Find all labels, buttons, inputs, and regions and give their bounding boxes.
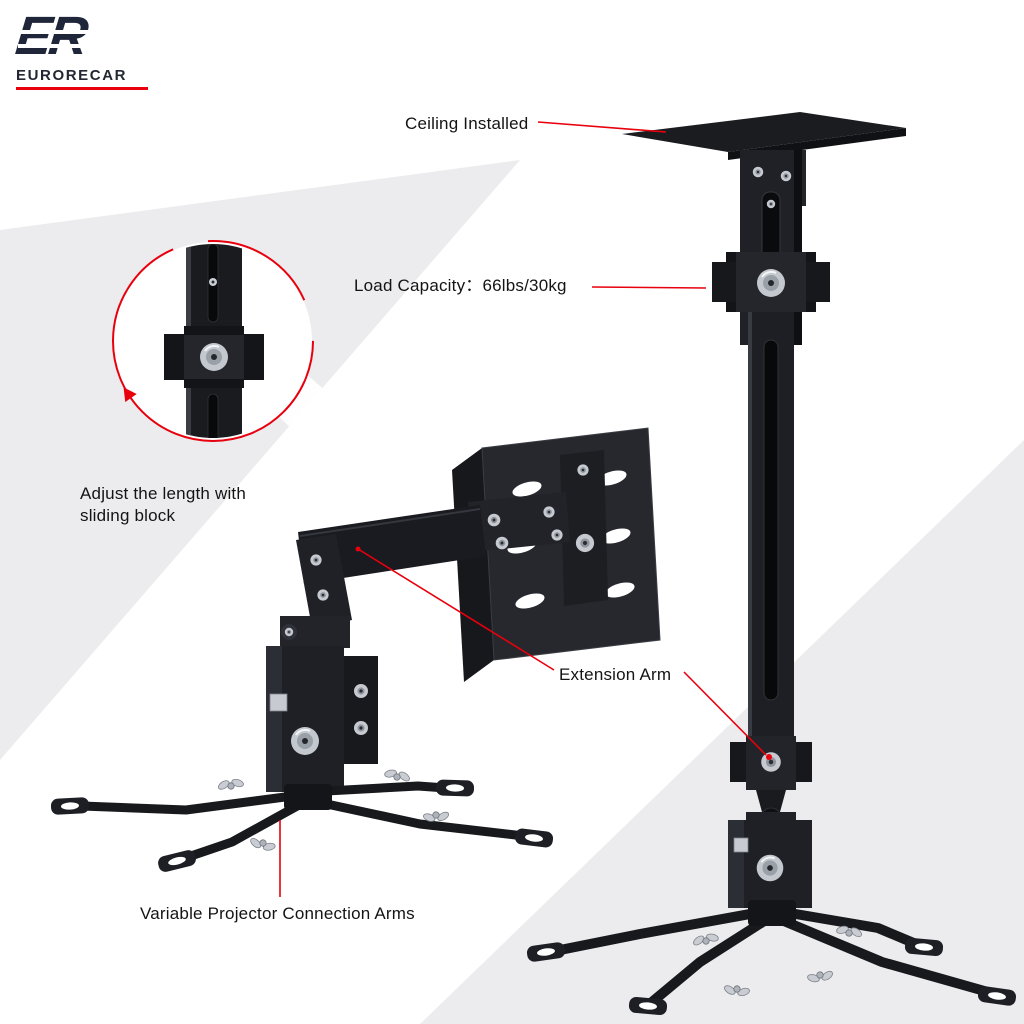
foot <box>156 848 198 874</box>
spider-base <box>526 900 1017 1016</box>
detail-column <box>164 244 264 438</box>
leader-load-capacity <box>591 286 707 289</box>
wing-nut <box>215 776 246 792</box>
brand-logo-mark: ER <box>12 6 89 66</box>
wall-plate-bracket <box>560 450 608 606</box>
head-knob <box>290 726 320 756</box>
projector-head <box>728 812 812 908</box>
spider-base <box>50 766 554 874</box>
wall-mount-illustration <box>50 427 661 874</box>
leader-ceiling-installed <box>537 121 667 133</box>
foot <box>50 797 90 815</box>
label-variable-arms: Variable Projector Connection Arms <box>140 904 415 923</box>
ceiling-plate <box>622 112 906 152</box>
detail-clamp-knob <box>199 342 229 372</box>
detail-circle-ring <box>112 240 314 442</box>
extension-arm-inner-tube <box>468 492 570 552</box>
detail-circle <box>112 240 314 442</box>
head-knob <box>755 853 785 883</box>
extension-arm-outer-tube <box>298 505 486 584</box>
ceiling-mount-illustration <box>526 112 1017 1016</box>
sliding-clamp <box>712 252 830 312</box>
foot <box>628 996 668 1016</box>
projector-head <box>266 616 378 792</box>
label-ceiling-installed: Ceiling Installed <box>405 114 529 133</box>
brand-logo: ER EURORECAR <box>12 6 176 90</box>
label-load-capacity: Load Capacity：66lbs/30kg <box>354 276 567 295</box>
wing-nut <box>382 766 413 784</box>
leader-lines <box>279 121 767 897</box>
label-extension-arm: Extension Arm <box>559 665 672 684</box>
elbow-bracket <box>296 534 352 628</box>
label-adjust-length: Adjust the length with sliding block <box>80 484 246 525</box>
brand-name: EURORECAR <box>16 66 128 84</box>
logo-stripe <box>18 44 134 48</box>
leader-extension-arm-left <box>357 548 555 671</box>
leader-extension-arm-right <box>683 671 767 756</box>
foot <box>904 937 944 957</box>
leader-dot <box>355 546 361 552</box>
logo-stripe <box>18 30 134 34</box>
foot <box>514 827 554 849</box>
brand-underline <box>16 86 148 90</box>
clamp-knob <box>756 268 786 298</box>
bracket-bolt <box>575 533 595 553</box>
leader-dot <box>766 754 772 760</box>
foot <box>435 779 475 797</box>
wing-nut <box>247 835 278 855</box>
detail-circle-arrow <box>123 387 137 403</box>
